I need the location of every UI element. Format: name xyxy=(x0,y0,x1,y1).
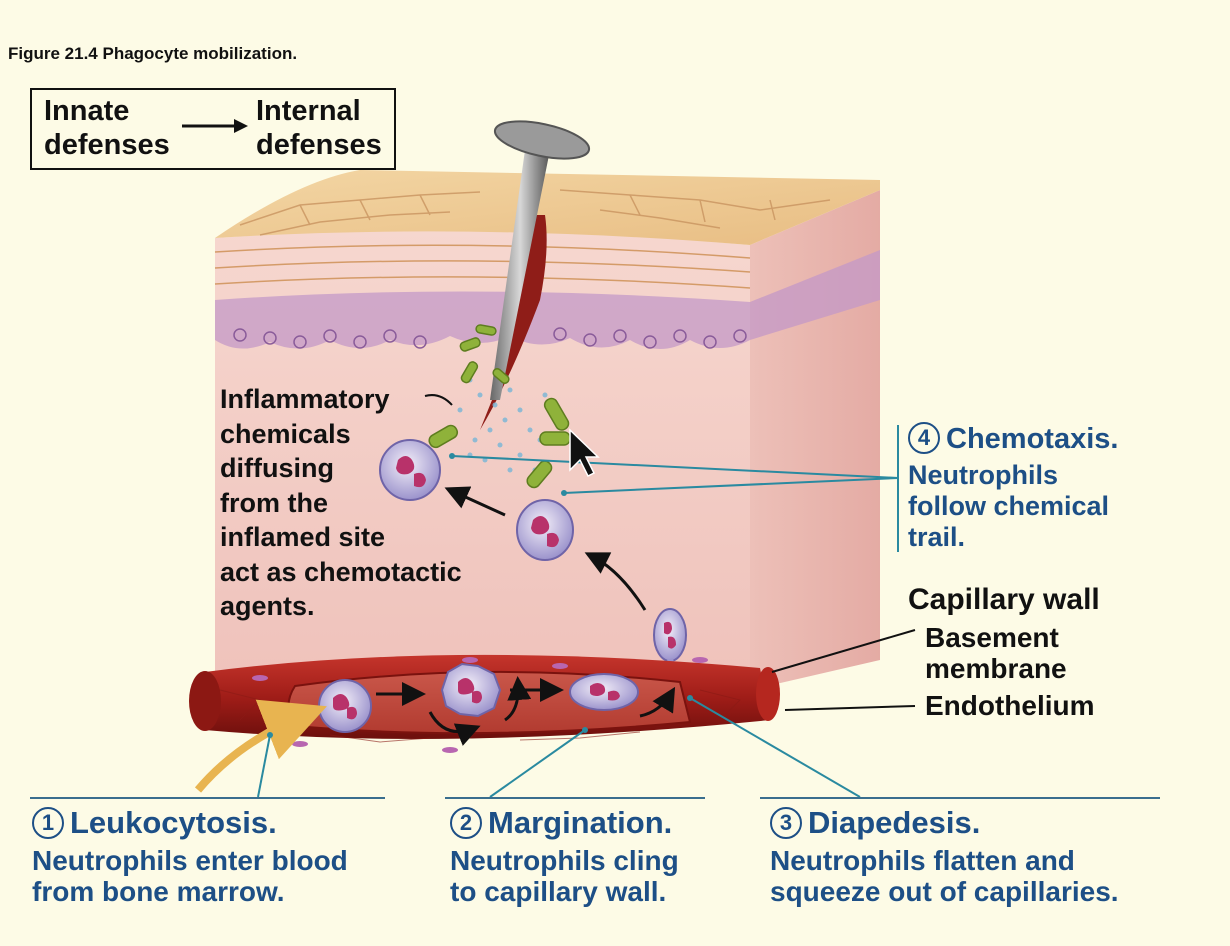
step2-rule xyxy=(445,797,705,799)
step3-number: 3 xyxy=(770,807,802,839)
basal-cell-dots xyxy=(233,327,747,349)
nail xyxy=(490,120,591,400)
step3-body: Neutrophils flatten and squeeze out of c… xyxy=(770,845,1119,907)
chemotaxis-heading: Chemotaxis. xyxy=(946,423,1119,455)
neutrophil-vessel-3 xyxy=(569,673,639,711)
step2-body: Neutrophils cling to capillary wall. xyxy=(450,845,679,907)
step3-heading: Diapedesis. xyxy=(808,805,981,840)
bacteria xyxy=(428,324,571,489)
side-basal-layer xyxy=(750,250,880,340)
basal-layer xyxy=(215,291,750,349)
inflammatory-chemicals-label: Inflammatory chemicals diffusing from th… xyxy=(220,384,462,621)
vessel-arrows xyxy=(376,676,676,746)
endothelium-label: Endothelium xyxy=(925,690,1095,721)
step1-body: Neutrophils enter blood from bone marrow… xyxy=(32,845,348,907)
step2-number: 2 xyxy=(450,807,482,839)
neutrophil-vessel-2 xyxy=(440,662,502,718)
step2-heading: Margination. xyxy=(488,805,673,840)
basement-membrane-label: Basement membrane xyxy=(925,622,1067,684)
bone-marrow-entry-arrow xyxy=(194,699,327,793)
chemotaxis-body: Neutrophils follow chemical trail. xyxy=(908,460,1110,552)
step1-heading: Leukocytosis. xyxy=(70,805,277,840)
epidermis-layers xyxy=(214,244,751,289)
internal-defenses-label: Internal defenses xyxy=(256,95,382,161)
arrow-right-icon xyxy=(182,119,248,133)
step1-rule xyxy=(30,797,385,799)
figure-title: Figure 21.4 Phagocyte mobilization. xyxy=(8,44,298,63)
migration-arrow-1 xyxy=(444,486,506,517)
migration-arrow-2 xyxy=(584,552,647,611)
defense-box: Innate defenses Internal defenses xyxy=(30,88,396,170)
innate-defenses-label: Innate defenses xyxy=(44,95,170,161)
neutrophil-vessel-1 xyxy=(318,679,372,733)
neutrophil-upper xyxy=(379,439,441,501)
capillary-wall-leaders xyxy=(424,394,916,711)
neutrophil-middle xyxy=(516,499,574,561)
leader-lines xyxy=(257,425,899,798)
step1-number: 1 xyxy=(32,807,64,839)
capillary-wall-heading: Capillary wall xyxy=(908,583,1100,616)
mouse-cursor-icon xyxy=(569,428,600,478)
epidermis-cells xyxy=(239,189,831,236)
step-number: 4 xyxy=(908,422,940,454)
step3-rule xyxy=(760,797,1160,799)
wound xyxy=(480,215,547,430)
